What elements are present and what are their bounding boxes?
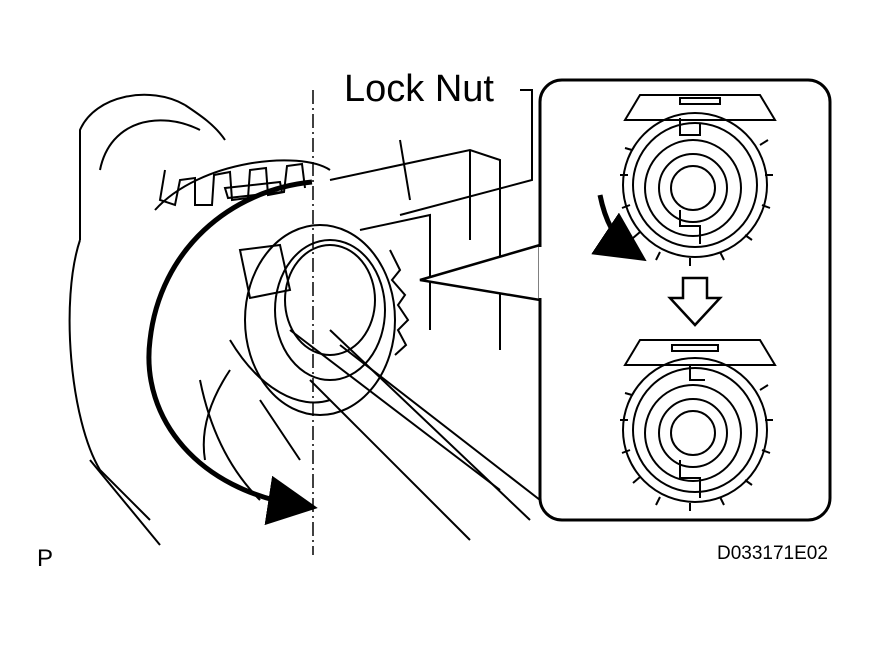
lock-nut-part: [154, 159, 410, 416]
down-arrow-icon: [667, 276, 723, 327]
curved-rotation-arrow-icon: [146, 179, 318, 526]
inset-gear-before: [620, 94, 777, 266]
lock-nut-label: Lock Nut: [344, 68, 494, 110]
figure-code-label: D033171E02: [717, 543, 828, 564]
corner-mark-label: P: [37, 545, 54, 572]
steering-shaft: [284, 244, 541, 501]
callout-pointer: [419, 243, 541, 302]
inset-rotation-arrow-icon: [591, 194, 647, 262]
housing-outline: [68, 93, 531, 546]
inset-gear-after: [620, 339, 777, 511]
lock-nut-leader-line: [399, 89, 533, 216]
